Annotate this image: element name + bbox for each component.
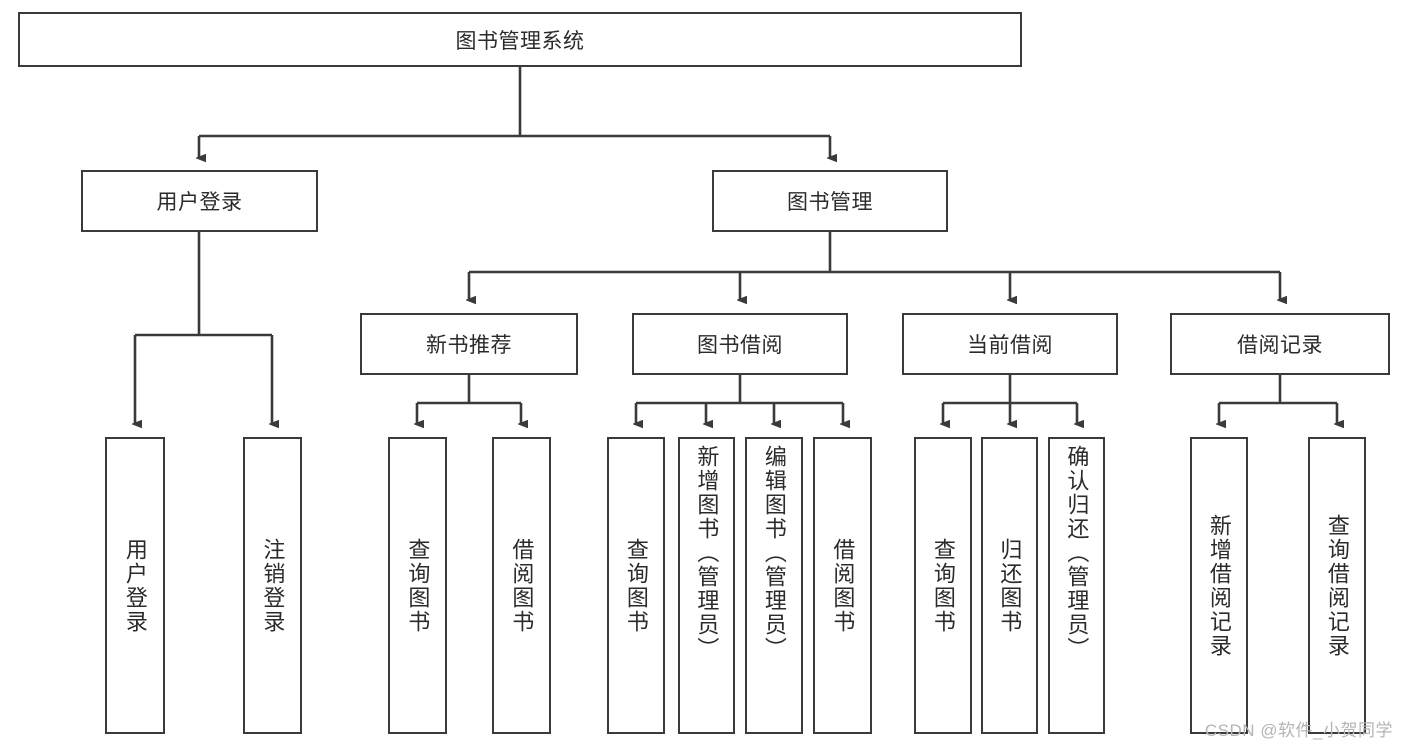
- node-label: 查询图书: [623, 537, 649, 634]
- node-leaf-logout[interactable]: 注销登录: [243, 437, 302, 734]
- node-label: 查询图书: [405, 537, 431, 634]
- node-label: 借阅图书: [509, 537, 535, 634]
- node-label: 查询图书: [930, 537, 956, 634]
- node-book-management[interactable]: 图书管理: [712, 170, 948, 232]
- node-label: 借阅图书: [830, 537, 856, 634]
- node-label: 用户登录: [156, 191, 243, 214]
- node-book-borrow[interactable]: 图书借阅: [632, 313, 848, 375]
- node-leaf-query-book-2[interactable]: 查询图书: [607, 437, 665, 734]
- node-borrow-records[interactable]: 借阅记录: [1170, 313, 1390, 375]
- node-label: 查询借阅记录: [1324, 513, 1350, 658]
- node-leaf-return-book[interactable]: 归还图书: [981, 437, 1038, 734]
- node-user-login[interactable]: 用户登录: [81, 170, 318, 232]
- node-leaf-add-borrow-record[interactable]: 新增借阅记录: [1190, 437, 1248, 734]
- node-leaf-query-book-3[interactable]: 查询图书: [914, 437, 972, 734]
- node-leaf-borrow-book-1[interactable]: 借阅图书: [492, 437, 551, 734]
- node-leaf-add-book-admin[interactable]: 新增图书（管理员）: [678, 437, 735, 734]
- node-label: 新书推荐: [426, 334, 512, 357]
- node-label: 图书借阅: [697, 334, 783, 357]
- watermark: CSDN @软件_小贺同学: [1204, 721, 1393, 740]
- node-label: 借阅记录: [1237, 334, 1323, 357]
- node-label: 编辑图书（管理员）: [761, 445, 787, 661]
- node-label: 用户登录: [122, 537, 148, 634]
- node-leaf-query-borrow-record[interactable]: 查询借阅记录: [1308, 437, 1366, 734]
- node-label: 新增借阅记录: [1206, 513, 1232, 658]
- node-leaf-borrow-book-2[interactable]: 借阅图书: [813, 437, 872, 734]
- node-label: 当前借阅: [967, 334, 1053, 357]
- node-label: 新增图书（管理员）: [694, 445, 720, 661]
- node-current-borrow[interactable]: 当前借阅: [902, 313, 1118, 375]
- node-label: 图书管理: [787, 191, 873, 214]
- node-leaf-confirm-return-admin[interactable]: 确认归还（管理员）: [1048, 437, 1105, 734]
- node-label: 注销登录: [260, 537, 286, 634]
- node-leaf-user-login[interactable]: 用户登录: [105, 437, 165, 734]
- node-leaf-query-book-1[interactable]: 查询图书: [388, 437, 447, 734]
- node-label: 确认归还（管理员）: [1064, 445, 1090, 661]
- node-label: 图书管理系统: [455, 29, 585, 53]
- node-root-system[interactable]: 图书管理系统: [18, 12, 1022, 67]
- node-label: 归还图书: [997, 537, 1023, 634]
- node-new-book-recommend[interactable]: 新书推荐: [360, 313, 578, 375]
- node-leaf-edit-book-admin[interactable]: 编辑图书（管理员）: [745, 437, 803, 734]
